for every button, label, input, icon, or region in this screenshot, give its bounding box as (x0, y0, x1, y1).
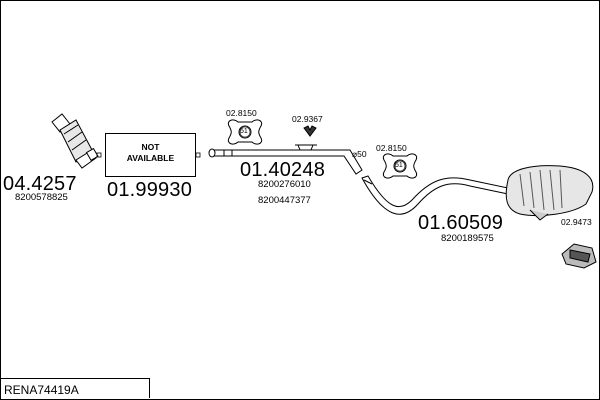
connector-mark (96, 152, 102, 158)
oem-number: 8200189575 (441, 233, 494, 244)
hanger-badge: 51 (395, 162, 403, 169)
reference-code: RENA74419A (4, 383, 79, 397)
front-pipe-icon (208, 144, 363, 175)
connector-mark (195, 152, 201, 158)
oem-number: 8200578825 (15, 192, 68, 203)
accessory-code[interactable]: 02.9367 (292, 114, 323, 124)
clamp-icon (303, 125, 317, 137)
oem-number: 8200447377 (258, 195, 311, 206)
part-code[interactable]: 04.4257 (3, 173, 77, 195)
rear-silencer-icon (505, 165, 594, 221)
accessory-code[interactable]: 02.8150 (226, 108, 257, 118)
part-code[interactable]: 01.99930 (107, 179, 193, 201)
rear-pipe-icon (361, 175, 509, 215)
oem-number: 8200276010 (258, 179, 311, 190)
hanger-badge: 51 (240, 128, 248, 135)
badge (239, 126, 406, 172)
reference-box (0, 378, 150, 398)
accessory-code[interactable]: 02.8150 (376, 143, 407, 153)
part-code[interactable]: 01.40248 (240, 159, 326, 181)
rear-clamp-icon (561, 243, 597, 269)
catalytic-converter-icon (51, 113, 99, 169)
diameter-label: ⌀50 (352, 149, 367, 159)
part-code[interactable]: 01.60509 (418, 212, 504, 234)
accessory-code[interactable]: 02.9473 (561, 217, 592, 227)
